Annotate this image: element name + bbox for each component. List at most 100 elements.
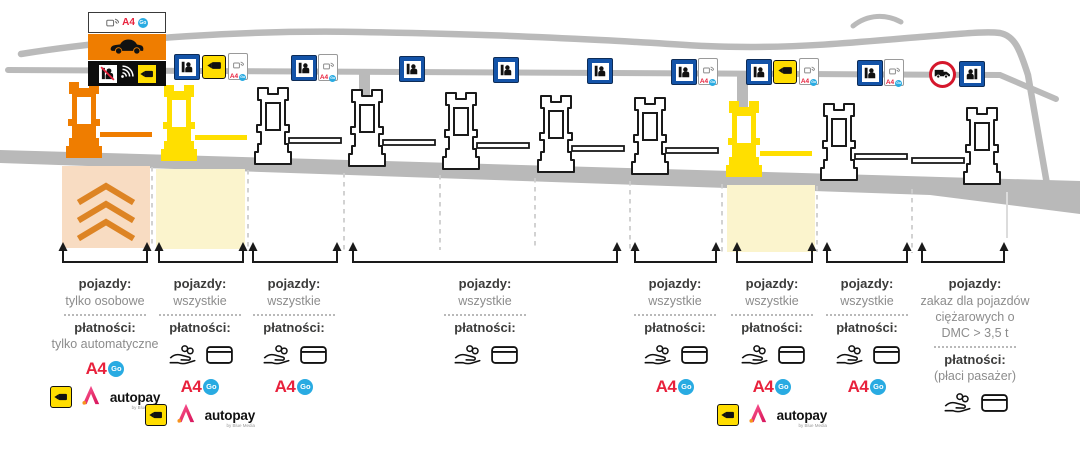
card-icon [680,346,708,368]
go-badge: Go [709,79,717,86]
divider [634,313,716,316]
cash-icon [740,344,769,370]
camera-icon [206,58,222,76]
vehicles-label: pojazdy: [78,276,132,291]
vehicles-value: wszystkie [173,293,227,308]
card-icon [980,394,1008,416]
payments-label: płatności: [263,319,325,335]
toll-collector-icon [750,63,768,81]
payments-label: płatności: [944,351,1006,367]
toll-island-road [0,150,1080,214]
autopay-logo [176,403,196,427]
vehicles-value: wszystkie [267,293,321,308]
vehicles-label: pojazdy: [745,276,799,291]
vehicles-value: tylko osobowe [65,293,145,308]
lane-info-1: pojazdy: tylko osobowe płatności: tylko … [37,276,173,410]
cash-icon [262,344,291,370]
go-badge: Go [239,74,247,81]
camera-icon [49,386,72,409]
board-a4go-row: A4 Go [88,12,166,33]
card-icon [205,346,233,368]
divider [934,345,1016,348]
cash-icon [835,344,864,370]
a4-logo: A4 [885,79,895,87]
payments-label: płatności: [836,319,898,335]
payments-label: płatności: [644,319,706,335]
barrier-arm [911,157,965,164]
toll-collector-icon [497,61,515,79]
a4-logo: A4 [699,78,709,86]
a4-logo: A4 [229,73,239,81]
payments-label: płatności: [741,319,803,335]
divider [444,313,526,316]
vehicles-value: wszystkie [648,293,702,308]
vehicles-label: pojazdy: [948,276,1002,291]
camera-sign [202,55,226,79]
truck-icon [934,66,951,84]
vehicles-value: wszystkie [745,293,799,308]
background-road-curve [17,28,1052,194]
lane-tint-yellow [727,185,815,252]
toll-gate-5 [442,92,480,170]
payments-value: (płaci pasażer) [934,369,1016,384]
card-icon [872,346,900,368]
divider [64,313,146,316]
background-road-curve-2 [850,14,904,29]
divider [253,313,335,316]
barrier-arm [665,147,719,154]
toll-collector-icon [591,62,609,80]
toll-gate-6 [537,95,575,173]
toll-gate-1 [66,82,102,158]
board-payment-row [88,61,166,86]
go-badge: Go [329,75,337,82]
vehicles-label: pojazdy: [648,276,702,291]
toll-gate-9 [820,103,858,181]
toll-collector-sign [493,57,519,83]
autopay-logo [748,403,768,427]
transponder-icon [888,62,900,80]
toll-collector-icon [178,58,196,76]
cars-only-sign [88,34,166,60]
toll-collector-sign [746,59,772,85]
barrier-arm [760,151,812,156]
vehicles-label: pojazdy: [267,276,321,291]
divider [731,313,813,316]
camera-icon [717,404,739,427]
payments-label: płatności: [169,319,231,335]
toll-collector-sign [857,60,883,86]
radio-waves-icon [120,64,135,84]
payments-label: płatności: [74,319,136,335]
lane-width-arrows [62,250,1005,263]
lane-separators [151,167,913,253]
barrier-arm [571,145,625,152]
barrier-arm [100,132,152,137]
vehicles-label: pojazdy: [173,276,227,291]
transponder-icon [232,56,244,74]
no-toll-collector-icon [98,64,117,83]
a4-logo: A4 [800,78,810,86]
barrier-arm [195,135,247,140]
camera-icon [137,64,156,83]
chevrons-icon [76,182,136,242]
cash-icon [943,392,972,418]
barrier-arm [476,142,530,149]
gantry-bar [5,67,1059,102]
toll-collector-icon [963,65,981,83]
a4-logo: A4 [319,74,329,82]
toll-collector-sign [587,58,613,84]
transponder-icon [702,61,714,79]
go-badge: Go [137,17,148,28]
card-icon [490,346,518,368]
